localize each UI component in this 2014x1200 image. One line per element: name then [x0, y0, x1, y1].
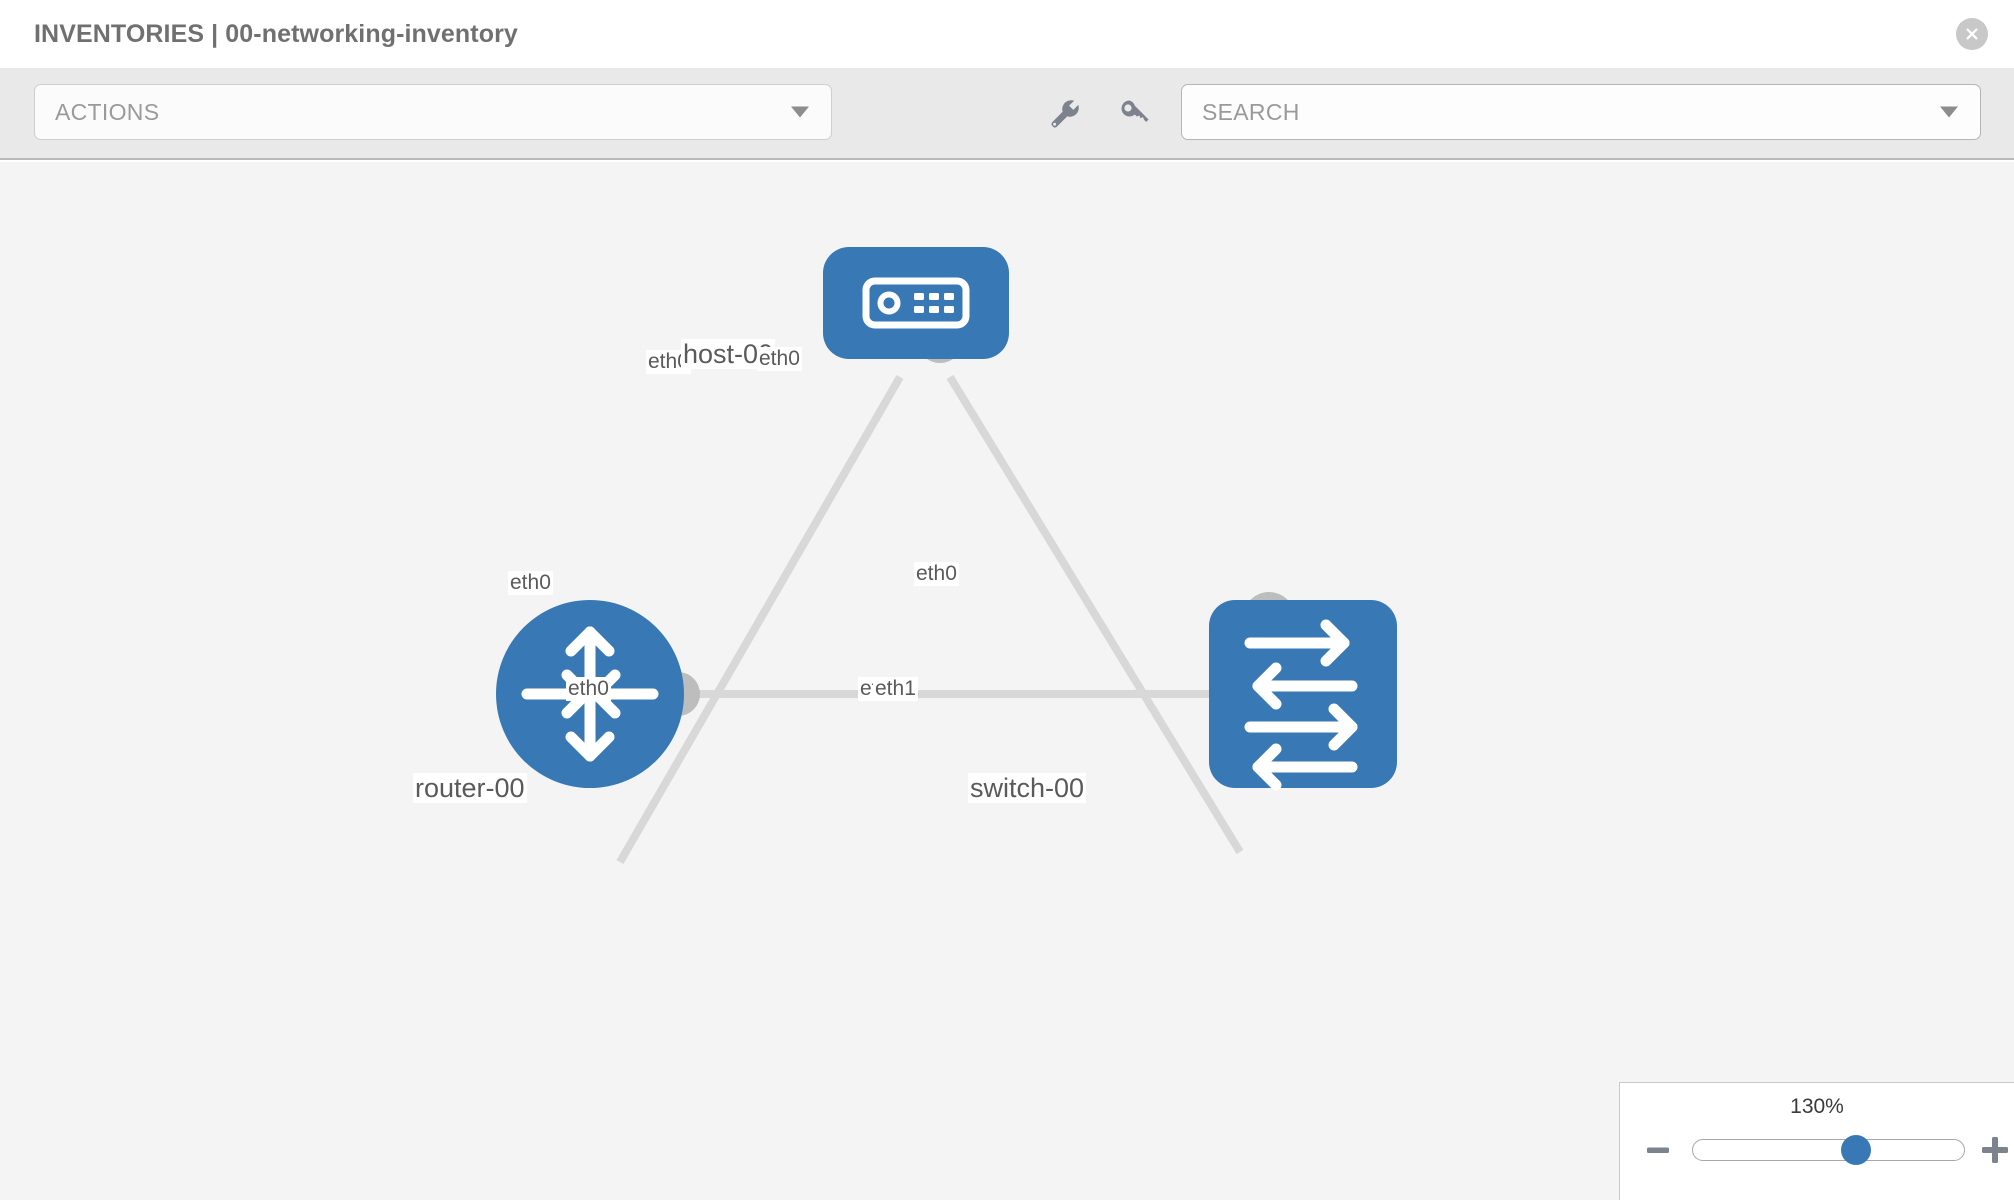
actions-dropdown-label: ACTIONS [55, 98, 160, 125]
node-switch-00[interactable] [1209, 600, 1397, 791]
connector-nub-group [656, 317, 1295, 716]
node-label-router-00: router-00 [413, 773, 527, 804]
edge-group [616, 374, 1250, 864]
node-host-00[interactable] [823, 247, 1009, 359]
edge-label-router-up-eth0: eth0 [508, 571, 553, 596]
chevron-down-icon [791, 106, 809, 118]
wrench-icon[interactable] [1043, 92, 1085, 134]
zoom-slider-track[interactable] [1692, 1135, 1965, 1165]
zoom-slider-thumb[interactable] [1840, 1135, 1871, 1165]
page-header: INVENTORIES | 00-networking-inventory [0, 0, 2014, 68]
topology-graph [496, 247, 1397, 864]
search-placeholder: SEARCH [1202, 98, 1300, 125]
toolbar: ACTIONS SEARCH [0, 68, 2014, 160]
zoom-slider-row [1620, 1129, 2014, 1171]
minus-icon[interactable] [1638, 1130, 1678, 1170]
node-label-switch-00: switch-00 [968, 773, 1087, 804]
chevron-down-icon[interactable] [1940, 106, 1958, 118]
search-input[interactable]: SEARCH [1181, 84, 1981, 140]
edge-host-router [616, 375, 904, 864]
edge-label-switch-up-eth0: eth0 [914, 562, 959, 587]
toolbar-icon-group [1043, 92, 1155, 134]
switch-arrows-icon [1244, 619, 1358, 791]
edge-label-router-right-eth0: eth0 [566, 677, 611, 702]
topology-canvas[interactable]: eth0 host-00 eth0 eth0 eth0 eth0 eth eth… [0, 162, 2014, 1200]
edge-label-host-right-eth0: eth0 [757, 347, 802, 372]
actions-dropdown[interactable]: ACTIONS [34, 84, 832, 140]
edge-label-switch-left-eth1: eth1 [873, 677, 918, 702]
edge-host-switch [946, 374, 1244, 855]
zoom-control-panel: 130% [1619, 1082, 2014, 1200]
page-title: INVENTORIES | 00-networking-inventory [34, 19, 518, 48]
zoom-percent-label: 130% [1790, 1095, 1844, 1118]
key-icon[interactable] [1113, 92, 1155, 134]
close-icon[interactable] [1956, 18, 1988, 50]
plus-icon[interactable] [1975, 1130, 2014, 1170]
server-icon [862, 277, 970, 329]
